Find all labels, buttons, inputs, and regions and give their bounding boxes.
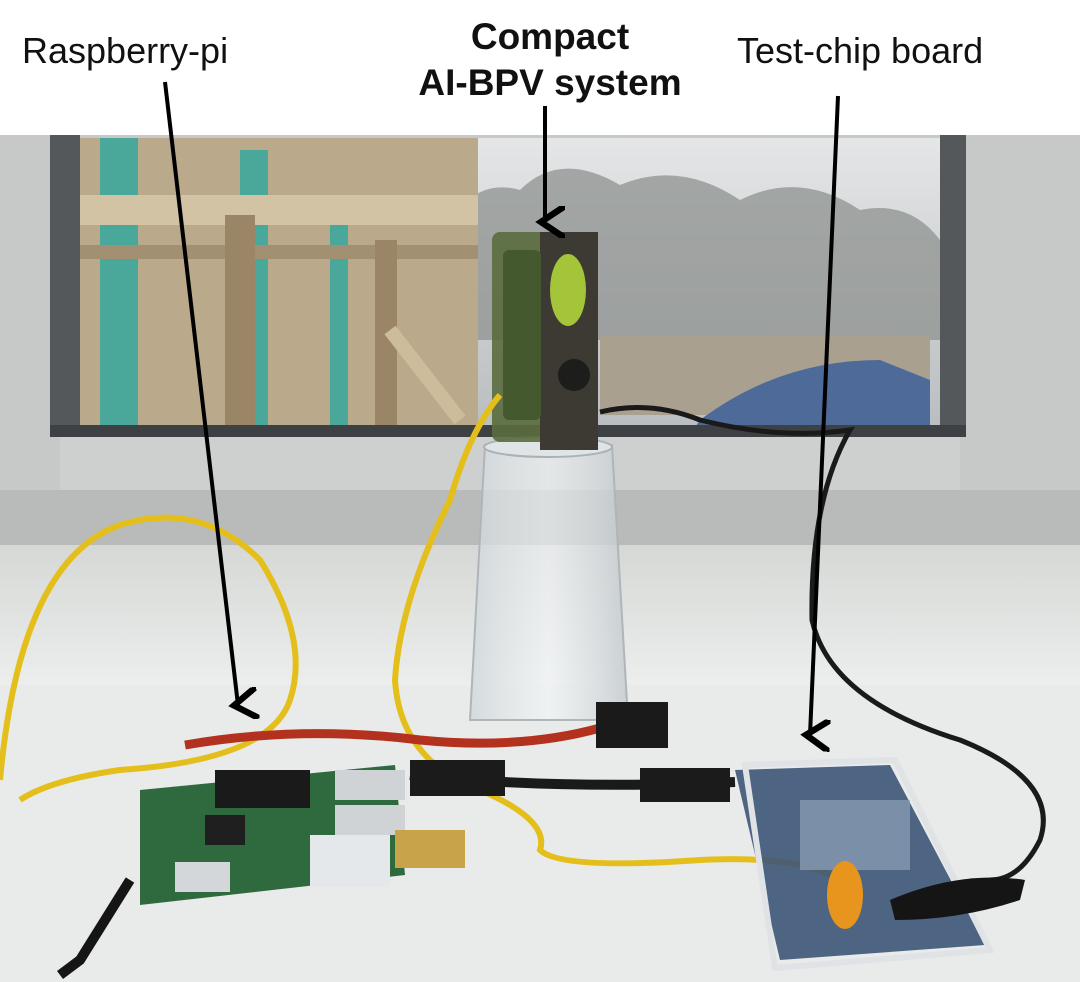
compact-system-label-line1: Compact (470, 16, 630, 57)
plastic-cup (468, 444, 630, 721)
test-chip-board-label: Test-chip board (737, 30, 984, 71)
raspberry-pi-label: Raspberry-pi (22, 30, 229, 71)
fence (78, 138, 478, 430)
ribbon-cable (184, 723, 602, 750)
photo (0, 135, 1080, 982)
compact-system-label-line2: AI-BPV system (418, 62, 682, 103)
ribbon-connector (596, 702, 668, 748)
compact-system-label: Compact AI-BPV system (360, 14, 740, 106)
raspberry-pi-board (57, 765, 465, 979)
compact-ai-bpv-device (492, 232, 598, 450)
test-chip-board (735, 756, 1025, 972)
yellow-cable-loop (0, 514, 299, 803)
